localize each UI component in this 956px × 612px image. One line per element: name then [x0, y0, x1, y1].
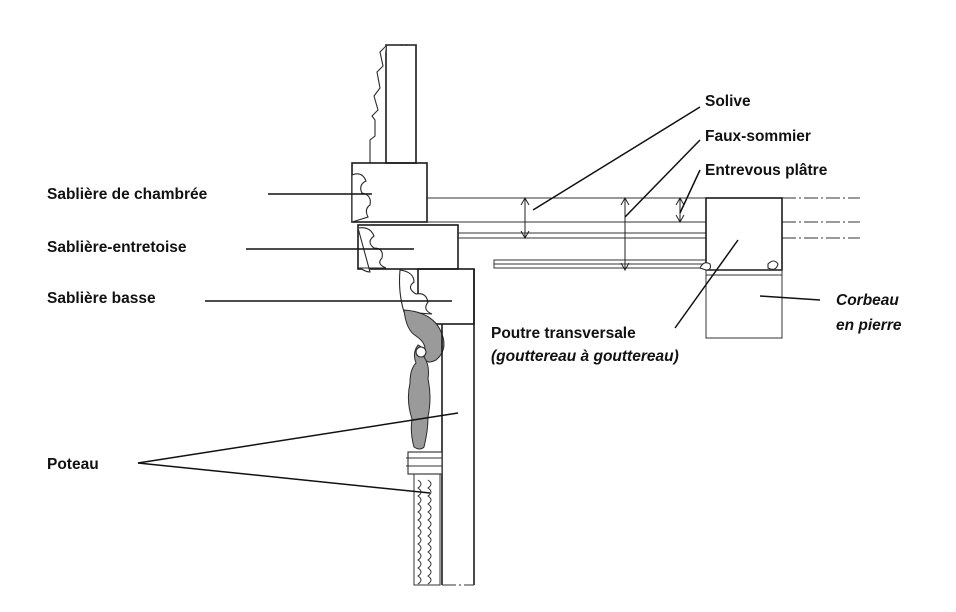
label-en-pierre: en pierre: [836, 317, 902, 334]
label-solive: Solive: [705, 93, 751, 110]
label-sabliere-de-chambree: Sablière de chambrée: [47, 186, 208, 203]
poutre-transversale-beam: [699, 197, 783, 271]
upper-post: [369, 44, 417, 164]
label-sabliere-entretoise: Sablière-entretoise: [47, 239, 187, 256]
floor-construction: [427, 197, 860, 269]
label-poutre-transversale: Poutre transversale: [491, 325, 636, 342]
leader-lines: [137, 106, 821, 494]
sabliere-de-chambree-beam: [351, 162, 428, 223]
label-sabliere-basse: Sablière basse: [47, 290, 156, 307]
corbeau-en-pierre: [705, 269, 783, 339]
label-faux-sommier: Faux-sommier: [705, 128, 811, 145]
sabliere-entretoise-beam: [357, 224, 459, 273]
poteau-post: [406, 269, 475, 586]
label-poutre-transversale-sub: (gouttereau à gouttereau): [491, 348, 679, 365]
label-corbeau: Corbeau: [836, 292, 899, 309]
label-poteau: Poteau: [47, 456, 99, 473]
dimension-arrows: [520, 196, 685, 272]
label-entrevous-platre: Entrevous plâtre: [705, 162, 828, 179]
